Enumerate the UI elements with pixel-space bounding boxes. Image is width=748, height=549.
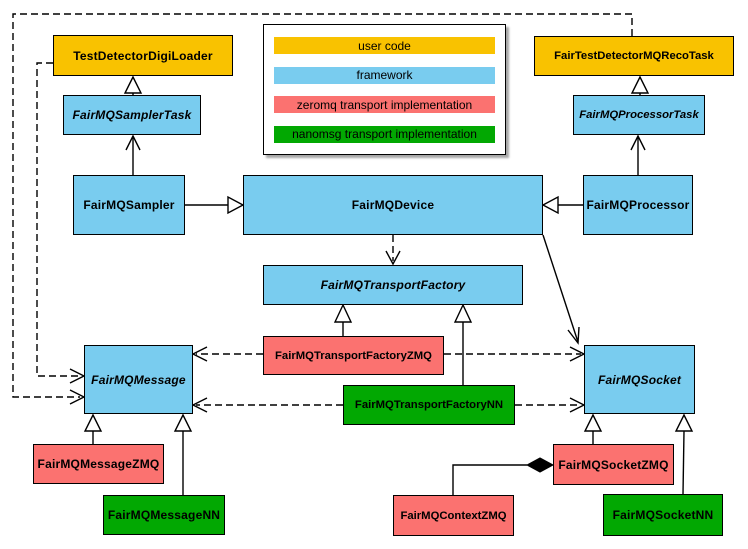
edge-sampler-to-device	[185, 195, 245, 215]
node-fairmq-transport-factory-zmq: FairMQTransportFactoryZMQ	[263, 336, 444, 375]
open-arrowhead-icon	[125, 134, 141, 151]
composition-diamond-icon	[525, 457, 555, 473]
legend-label: nanomsg transport implementation	[292, 127, 477, 142]
node-fairmq-socket-zmq: FairMQSocketZMQ	[553, 444, 674, 485]
node-fairmq-sampler: FairMQSampler	[73, 175, 185, 235]
node-fairmq-message-zmq: FairMQMessageZMQ	[33, 444, 164, 484]
node-label: FairMQMessageNN	[107, 508, 221, 522]
edge-factoryzmq-to-message	[191, 346, 263, 362]
node-label: FairMQMessageZMQ	[37, 457, 160, 471]
edge-sampler-to-samplertask	[125, 134, 141, 175]
edge-socketnn-to-socket	[674, 413, 694, 495]
hollow-triangle-icon	[173, 413, 193, 432]
node-label: FairMQSocketNN	[612, 508, 714, 522]
node-fairmq-message: FairMQMessage	[84, 345, 193, 414]
node-fairmq-socket: FairMQSocket	[584, 345, 695, 414]
legend-item-nanomsg: nanomsg transport implementation	[274, 125, 495, 143]
open-arrowhead-icon	[385, 250, 401, 266]
node-label: FairMQTransportFactoryZMQ	[275, 349, 432, 362]
node-label: FairMQTransportFactoryNN	[354, 399, 504, 411]
edge-messagezmq-to-message	[83, 413, 103, 444]
edge-factorynn-to-transportfactory	[453, 303, 473, 385]
edge-messagenn-to-message	[173, 413, 193, 495]
node-label: FairMQContextZMQ	[400, 509, 507, 522]
edge-processor-to-device	[541, 195, 583, 215]
hollow-triangle-icon	[123, 75, 143, 94]
hollow-triangle-icon	[630, 75, 650, 94]
node-fair-test-detector-mq-reco-task: FairTestDetectorMQRecoTask	[534, 36, 734, 76]
node-fairmq-context-zmq: FairMQContextZMQ	[393, 495, 514, 536]
edge-contextzmq-to-socketzmq	[452, 457, 555, 495]
hollow-triangle-icon	[83, 413, 103, 432]
node-label: FairMQDevice	[351, 198, 435, 212]
node-label: FairTestDetectorMQRecoTask	[554, 50, 714, 62]
node-label: FairMQSampler	[83, 198, 175, 212]
hollow-triangle-icon	[674, 413, 694, 432]
edge-factorynn-to-socket	[515, 397, 586, 413]
node-fairmq-message-nn: FairMQMessageNN	[103, 495, 225, 535]
node-fairmq-processor-task: FairMQProcessorTask	[573, 95, 705, 135]
hollow-triangle-icon	[583, 413, 603, 432]
node-fairmq-device: FairMQDevice	[243, 175, 543, 235]
edge-factoryzmq-to-transportfactory	[333, 303, 353, 336]
hollow-triangle-icon	[453, 303, 473, 323]
hollow-triangle-icon	[227, 195, 245, 215]
node-label: FairMQSocketZMQ	[558, 457, 669, 472]
open-arrowhead-icon	[191, 397, 208, 413]
open-arrowhead-icon	[567, 326, 580, 345]
edge-device-to-socket	[542, 234, 580, 345]
node-label: FairMQSamplerTask	[72, 108, 192, 122]
edge-samplertask-digiloader	[123, 75, 143, 95]
node-label: FairMQTransportFactory	[320, 278, 466, 292]
hollow-triangle-icon	[333, 303, 353, 323]
legend-label: user code	[358, 38, 411, 53]
node-label: FairMQMessage	[91, 372, 186, 387]
edge-processortask-recotask	[630, 75, 650, 95]
hollow-triangle-icon	[541, 195, 559, 215]
edge-factoryzmq-to-socket	[444, 346, 586, 362]
legend: user code framework zeromq transport imp…	[263, 24, 506, 155]
legend-item-zeromq: zeromq transport implementation	[274, 96, 495, 114]
node-label: FairMQProcessor	[586, 198, 690, 212]
node-fairmq-transport-factory-nn: FairMQTransportFactoryNN	[343, 385, 515, 425]
legend-label: framework	[356, 68, 413, 83]
edge-processor-to-processortask	[630, 134, 646, 175]
node-label: TestDetectorDigiLoader	[73, 48, 213, 63]
legend-label: zeromq transport implementation	[296, 97, 473, 112]
edge-device-to-transportfactory	[385, 235, 401, 266]
edge-socketzmq-to-socket	[583, 413, 603, 444]
edge-factorynn-to-message	[191, 397, 343, 413]
node-test-detector-digi-loader: TestDetectorDigiLoader	[53, 35, 233, 76]
open-arrowhead-icon	[630, 134, 646, 151]
open-arrowhead-icon	[191, 346, 208, 362]
node-fairmq-sampler-task: FairMQSamplerTask	[63, 95, 201, 135]
node-label: FairMQSocket	[597, 372, 682, 387]
node-fairmq-socket-nn: FairMQSocketNN	[603, 494, 723, 536]
legend-item-framework: framework	[274, 66, 495, 84]
node-fairmq-transport-factory: FairMQTransportFactory	[263, 265, 523, 305]
legend-item-user-code: user code	[274, 37, 495, 54]
node-label: FairMQProcessorTask	[579, 109, 699, 121]
node-fairmq-processor: FairMQProcessor	[583, 175, 693, 235]
